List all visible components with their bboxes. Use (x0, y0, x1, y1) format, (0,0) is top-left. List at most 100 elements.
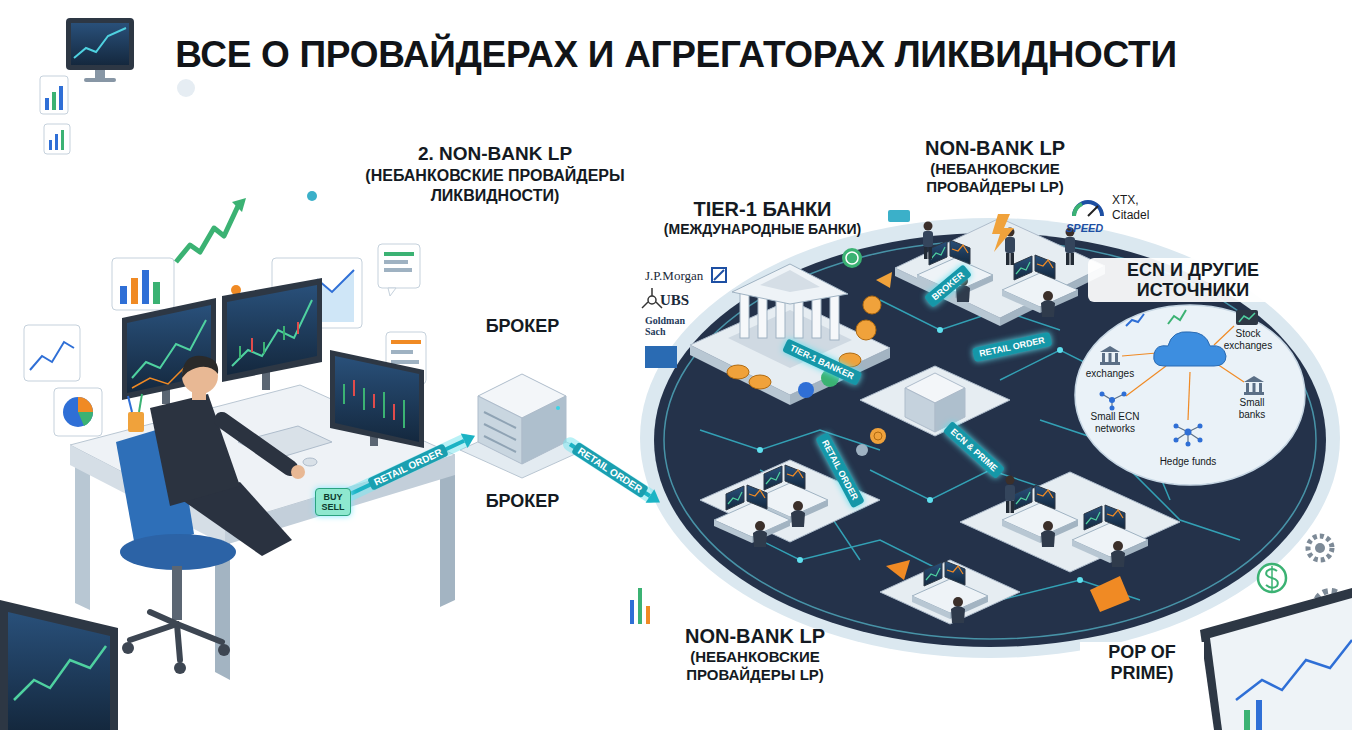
corner-icons-part (74, 28, 126, 58)
trader-workstation-part (330, 350, 424, 448)
node-text: NON-BANK LP (685, 625, 825, 648)
trader-workstation-part-part (373, 394, 375, 408)
right-side-icons (630, 536, 1352, 730)
tier1-bank-part-part (642, 302, 648, 308)
ecn-sources-cloud-part-part (1244, 392, 1264, 395)
tier1-bank-part (645, 346, 677, 368)
ecn-sources-cloud-part-part (1122, 392, 1127, 397)
text-label: UBS (660, 292, 700, 309)
nonbank-trading-floor-part (923, 222, 933, 260)
ecn-sources-cloud-part-part (1244, 376, 1264, 382)
broker-server-part (522, 396, 566, 464)
liquidity-platform-part-part (1077, 577, 1083, 583)
liquidity-platform-part-part (700, 430, 880, 450)
text-label: (НЕБАНКОВСКИЕ ПРОВАЙДЕРЫ ЛИКВИДНОСТИ) (360, 166, 630, 206)
trader-workstation-part-part (383, 392, 385, 418)
edge-label: RETAIL ORDER (571, 442, 649, 499)
order-arrow-line (351, 441, 464, 494)
liquidity-platform-part-part (1057, 347, 1063, 353)
ecn-sources-cloud-part-part (1100, 392, 1105, 397)
buy-sell-button: BUY SELL (315, 488, 351, 516)
trader-workstation-part-part (177, 624, 180, 660)
trader-workstation-part (174, 662, 186, 674)
text-label: POP OF PRIME) (1080, 642, 1204, 684)
trader-workstation-part (440, 463, 455, 607)
tier1-banks: TIER-1 БАНКИ(МЕЖДУНАРОДНЫЕ БАНКИ) (655, 198, 870, 258)
corner-icons-part (177, 79, 195, 97)
diagram-title: ВСЕ О ПРОВАЙДЕРАХ И АГРЕГАТОРАХ ЛИКВИДНО… (175, 34, 1176, 76)
ecn-sources-cloud-part (1126, 314, 1144, 326)
ecn-sources-cloud-part-part (1259, 383, 1262, 392)
tier1-bank-part (642, 288, 662, 308)
broker-server (460, 374, 584, 478)
liquidity-platform-part-part (757, 447, 763, 453)
trader-workstation (70, 278, 455, 680)
central-aggregator-part (905, 388, 935, 432)
retail-desks-part (1090, 576, 1130, 612)
nonbank-lp: NON-BANK LP(НЕБАНКОВСКИЕ ПРОВАЙДЕРЫ LP) (890, 137, 1100, 207)
corner-icons-part (59, 86, 63, 110)
tier1-bank-part-part (856, 320, 876, 340)
ecn-sources-cloud-part-part (1174, 438, 1179, 443)
trader-workstation-part-part (239, 346, 241, 358)
tier1-bank-part-part (740, 290, 749, 338)
trader-workstation-part-part (177, 624, 222, 642)
trader-workstation-part-part (263, 342, 265, 354)
trader-workstation-part-part (343, 384, 345, 404)
trader-workstation-part (240, 322, 298, 358)
ecn-sources-cloud-part-part (1198, 438, 1203, 443)
trader-workstation-part (130, 612, 222, 660)
bottom-left-monitor-part (14, 646, 106, 700)
liquidity-platform-part-part (937, 327, 943, 333)
floating-charts-part (391, 360, 419, 364)
tier1-bank-part (798, 382, 814, 398)
ecn-sources-cloud-part-part (1100, 362, 1120, 365)
floating-charts-part (142, 270, 149, 304)
trader-workstation-part (227, 285, 317, 375)
liquidity-platform (640, 218, 1340, 658)
text-label: Small ECN networks (1084, 411, 1146, 435)
nonbank-trading-floor-part (1074, 202, 1102, 216)
floating-charts-part (78, 412, 93, 426)
ecn-sources-cloud-part-part (1185, 429, 1192, 436)
floating-charts-part (131, 278, 138, 304)
ecn-sources-cloud-part-part (1102, 353, 1105, 362)
corner-icons-part (45, 98, 49, 110)
text-label: J.P.Morgan (645, 268, 711, 284)
tier1-bank-part-part (749, 375, 771, 389)
node-text: БРОКЕР (486, 490, 560, 512)
trader-workstation-part (120, 534, 236, 570)
floating-charts-part (391, 340, 421, 344)
central-aggregator-part (874, 432, 882, 440)
ecn-sources-cloud-part-part (1110, 406, 1115, 411)
right-side-icons-part (646, 606, 650, 624)
right-side-icons-part (1308, 536, 1332, 560)
node-text: BUY SELL (317, 492, 349, 512)
node-text: (НЕБАНКОВСКИЕ ПРОВАЙДЕРЫ LP) (890, 160, 1100, 196)
trader-workstation-part (222, 278, 322, 382)
broker-server: БРОКЕРБРОКЕР (475, 315, 570, 512)
trader-workstation-part-part (353, 380, 355, 396)
tier1-bank-part (732, 264, 848, 304)
ecn-sources-cloud-part-part (1174, 424, 1179, 429)
trader-workstation-part-part (363, 388, 365, 410)
trader-workstation-part (139, 394, 142, 412)
floating-charts-part (24, 325, 80, 381)
ecn-sources-cloud-part (1239, 313, 1255, 322)
corner-icons-part (61, 130, 64, 150)
ecn-sources-cloud-part-part (1253, 383, 1256, 392)
broker-server-part (478, 396, 522, 464)
tier1-bank-part (846, 252, 858, 264)
floating-charts-part (391, 350, 413, 354)
right-side-icons-part (1256, 700, 1262, 730)
trader-workstation-part-part (150, 612, 177, 624)
corner-icons-part (71, 23, 129, 65)
corner-icons-part (40, 76, 68, 114)
trader-workstation-part (182, 356, 218, 378)
trader-workstation-part (222, 420, 290, 468)
trader-workstation-part (232, 300, 312, 366)
trader-workstation-part (172, 566, 182, 620)
retail-desks-part (1005, 476, 1015, 514)
